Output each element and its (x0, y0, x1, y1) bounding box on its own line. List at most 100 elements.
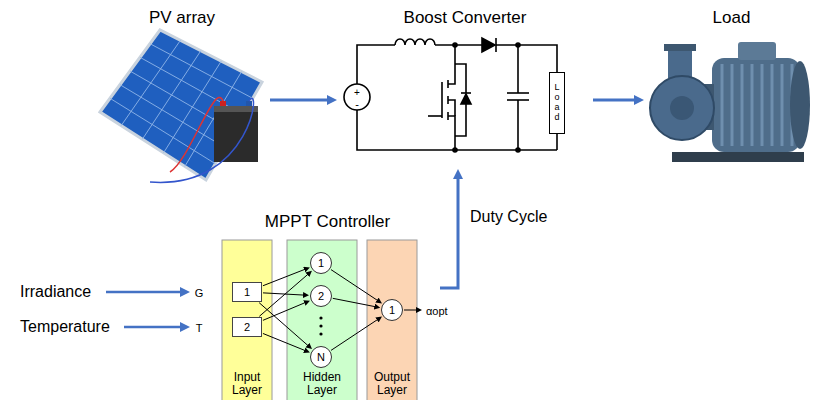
block-title: Boost Converter (404, 8, 527, 28)
hidden-neuron: 1 (310, 252, 332, 274)
boost-converter-circuit-part (496, 45, 557, 72)
boost-converter-circuit-part (556, 134, 558, 150)
output-neuron: 1 (381, 299, 403, 321)
layer-band-fill (367, 240, 417, 400)
block-title: MPPT Controller (265, 212, 390, 232)
label-holder: T (196, 318, 203, 336)
solar-panel-illustration-part-part (120, 85, 225, 148)
boost-converter-circuit-part (448, 116, 455, 150)
input-neuron: 1 (232, 282, 262, 302)
label-holder: + (354, 82, 360, 100)
pump-motor-illustration-part (670, 96, 694, 120)
neuron-number: 1 (244, 286, 250, 298)
pump-motor-illustration-part (738, 42, 776, 60)
input-layer-band: 1 2Input Layer (222, 240, 272, 400)
load-resistor-box: Load (549, 72, 565, 134)
signal-arrow (270, 99, 332, 102)
output-leader-arrow-part (404, 310, 419, 311)
neuron-number: 2 (244, 321, 250, 333)
layer-name: Output Layer (369, 371, 415, 397)
solar-panel-illustration (100, 30, 262, 182)
network-connection (259, 273, 309, 317)
boost-converter-circuit-part (448, 100, 455, 116)
network-connection (263, 302, 307, 321)
solar-panel-illustration-part-part (150, 44, 253, 99)
boost-converter-circuit-part (447, 96, 449, 104)
edge-label: Duty Cycle (470, 207, 547, 225)
output-layer-band: 1Output Layer (367, 240, 417, 400)
connector-group (259, 100, 639, 351)
input-signal-arrows-part (124, 326, 185, 329)
output-leader-arrow (404, 310, 419, 311)
solar-panel-illustration-part (246, 101, 252, 106)
signal-arrow (440, 174, 458, 288)
pump-motor-illustration-part (712, 58, 800, 152)
boost-converter-circuit-part (455, 104, 466, 136)
polarity-sign: + (354, 87, 360, 99)
network-connection (333, 298, 378, 307)
network-connection (331, 270, 379, 302)
pump-motor-illustration-part-part (741, 64, 744, 146)
neuron-circle (382, 300, 403, 321)
layer-band-fills (222, 240, 417, 400)
boost-converter-circuit-part (461, 92, 471, 94)
label-holder: - (355, 94, 359, 112)
layer-name: Input Layer (224, 371, 270, 397)
signal-name: T (196, 322, 203, 335)
solar-panel-illustration-part (100, 30, 262, 180)
boost-converter-circuit-part (395, 39, 435, 45)
pump-motor-illustration-part-part (721, 64, 724, 146)
label-holder: Temperature (20, 318, 110, 336)
block-title: PV array (149, 8, 215, 28)
ellipsis-dots (319, 316, 322, 335)
ellipsis-dots-part (319, 332, 322, 335)
pump-motor-illustration-part (650, 76, 714, 140)
label-holder: Irradiance (20, 283, 91, 301)
pump-motor-illustration-part (672, 152, 804, 162)
solar-panel-illustration-part (220, 101, 226, 106)
boost-converter-circuit-part (516, 148, 520, 152)
pump-motor-illustration-part (790, 61, 810, 149)
pump-motor-illustration-part (668, 48, 692, 78)
boost-converter-circuit-part (482, 38, 495, 52)
boost-converter-circuit-part (455, 64, 466, 93)
solar-panel-illustration-part (214, 112, 258, 162)
pump-motor-illustration-part-part (781, 64, 784, 146)
ellipsis-dots-part (319, 324, 322, 327)
pump-motor-illustration-part-part (771, 64, 774, 146)
neuron-circle (311, 286, 332, 307)
input-signal-arrows-part (106, 291, 185, 294)
hidden-neuron: N (310, 346, 332, 368)
boost-converter-circuit-part (448, 45, 455, 84)
signal-name: G (195, 287, 204, 300)
boost-converter-circuit-part (344, 84, 370, 110)
neuron-circle (311, 253, 332, 274)
pump-motor-illustration-part-part (731, 64, 734, 146)
solar-panel-illustration-part-part (110, 98, 215, 163)
mppt-controller-block: 12Input Layer12NHidden Layer1Output Laye… (215, 208, 440, 400)
neuron-number: N (317, 351, 325, 363)
signal-arrow (593, 99, 639, 102)
input-name: Temperature (20, 318, 110, 336)
neuron-number: 1 (318, 257, 324, 269)
boost-converter-circuit-part (507, 92, 529, 94)
ellipsis-dots-part (319, 316, 322, 319)
neuron-circle (311, 347, 332, 368)
boost-converter-circuit-part (447, 112, 449, 120)
label-holder: αopt (426, 301, 448, 319)
input-neuron: 2 (232, 317, 262, 337)
pump-motor-illustration (650, 42, 810, 162)
load-pump-block: Load (645, 4, 818, 182)
hidden-layer-band: 12NHidden Layer (287, 240, 357, 400)
pump-motor-illustration-part (664, 44, 696, 51)
boost-converter-circuit-part (517, 45, 519, 93)
boost-converter-circuit-part (435, 44, 482, 46)
boost-converter-circuit-part (447, 80, 449, 88)
neuron-number: 1 (389, 304, 395, 316)
boost-converter-circuit-part (441, 82, 443, 118)
block-title: Load (713, 8, 751, 28)
boost-converter-circuit-part (428, 115, 442, 117)
network-connection (263, 268, 307, 285)
